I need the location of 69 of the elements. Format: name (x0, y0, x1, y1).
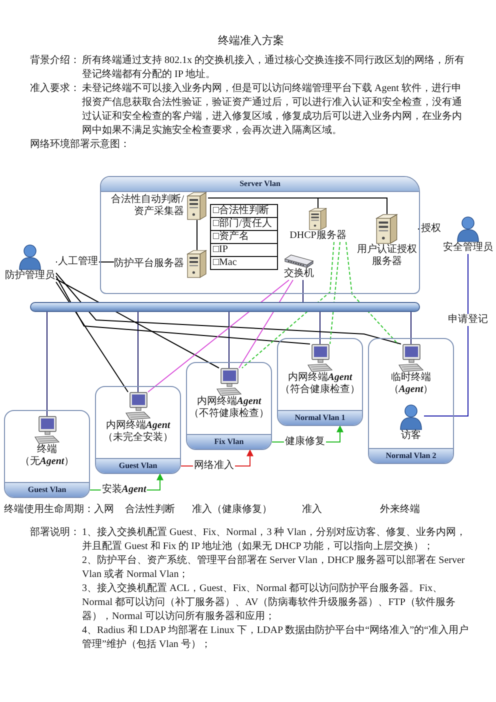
connector-line (46, 312, 48, 416)
edge-label: 网络准入 (193, 460, 235, 472)
connector-line (208, 198, 388, 214)
numbered-note: 1、接入交换机配置 Guest、Fix、Normal，3 种 Vlan，分别对应访客、修复、业务内网，并且配置 Guest 和 Fix 的 IP 地址池（如果无 DHCP 功能，可以指向上层交换）； (82, 526, 468, 554)
connector-line (302, 280, 304, 302)
connector-line (424, 254, 468, 416)
edge-label: 安装Agent (100, 484, 148, 496)
checklist-item: □IP (211, 244, 277, 257)
vlan-panel (277, 338, 363, 426)
stage-label: 终端使用生命周期：入网 (4, 504, 114, 516)
vlan-panel (368, 338, 454, 464)
connector-line (228, 312, 230, 368)
dashed-connector (345, 242, 398, 344)
numbered-note: 3、接入交换机配置 ACL，Guest、Fix、Normal 都可以访问防护平台服务器。Fix、Normal 都可以访问（补丁服务器）、AV（防病毒软件升级服务器）、FTP（软件服务器），Normal 可以访问所有服务器和应用； (82, 582, 456, 624)
role-label: 防护管理员 (5, 270, 55, 282)
vlan-group-panel (100, 176, 420, 294)
vlan-name-strip: Normal Vlan 1 (278, 410, 362, 425)
paragraph: 未登记终端不可以接入业务内网，但是可以访问终端管理平台下载 Agent 软件，进行申报资产信息获取合法性验证，验证资产通过后，可以进行准入认证和安全检查，没有通过认证和安全检查的客户端，进入修复区域，修复成功后可以进入业务内网，在业务内网中如果不满足实施安全检查要求，会再次进入隔离区域。 (82, 82, 463, 138)
vlan-panel (186, 362, 272, 450)
role-label: 访客 (401, 430, 421, 442)
edge-label: 健康修复 (284, 436, 326, 448)
edge-label: 申请登记 (447, 314, 489, 326)
device-label: 内网终端Agent（不符健康检查） (188, 396, 270, 420)
checklist-item: □部门/责任人 (211, 218, 277, 231)
edge-label: 人工管理 (57, 256, 99, 268)
connector-line (148, 280, 290, 392)
numbered-note: 2、防护平台、资产系统、管理平台部署在 Server Vlan，DHCP 服务器可以部署在 Server Vlan 或者 Normal Vlan； (82, 554, 466, 582)
section-heading: 准入要求： (30, 82, 80, 96)
checklist-item: □Mac (212, 257, 238, 269)
vlan-panel (4, 410, 90, 498)
connector-line (56, 282, 128, 392)
vlan-name-strip: Fix Vlan (187, 434, 271, 449)
vlan-name-strip: Normal Vlan 2 (369, 448, 453, 463)
vlan-name-strip: Guest Vlan (5, 482, 89, 497)
device-label: 用户认证授权服务器 (356, 244, 418, 268)
stage-label: 外来终端 (380, 504, 420, 516)
section-heading: 背景介绍： (30, 54, 80, 68)
vlan-name-strip: Guest Vlan (96, 458, 180, 473)
vlan-header: Server Vlan (101, 177, 419, 192)
section-heading: 部署说明： (30, 526, 80, 540)
device-label: DHCP服务器 (290, 230, 346, 242)
device-label: 内网终端Agent（未完全安装） (102, 420, 174, 444)
checklist-item: □合法性判断 (211, 205, 277, 218)
stage-label: 合法性判断 (125, 504, 175, 516)
device-label: 合法性自动判断/资产采集器 (110, 194, 184, 218)
stage-label: 准入（健康修复） (192, 504, 272, 516)
connector-line (56, 276, 310, 344)
checklist-item: □资产名 (211, 231, 277, 244)
page-title: 终端准入方案 (218, 34, 284, 48)
checklist-panel (210, 204, 278, 270)
dashed-connector (329, 242, 341, 344)
connector-line (196, 220, 198, 250)
numbered-note: 4、Radius 和 LDAP 均部署在 Linux 下，LDAP 数据由防护平台中“网络准入”的“准入用户管理”维护（包括 Vlan 号）； (82, 624, 470, 652)
vlan-panel (95, 386, 181, 474)
device-label: 交换机 (284, 268, 314, 280)
stage-label: 准入 (302, 504, 322, 516)
role-label: 安全管理员 (443, 242, 493, 254)
connector-line (56, 272, 402, 344)
connector-line (410, 312, 412, 344)
device-label: 内网终端Agent（符合健康检查） (279, 372, 361, 396)
device-label: 终端（无Agent） (18, 444, 76, 468)
paragraph: 所有终端通过支持 802.1x 的交换机接入，通过核心交换连接不同行政区划的网络，所有登记终端都有分配的 IP 地址。 (82, 54, 466, 82)
figure-heading: 网络环境部署示意图： (30, 138, 130, 152)
device-label: 防护平台服务器 (114, 258, 184, 270)
device-label: 临时终端（Agent） (388, 372, 434, 396)
edge-label: 授权 (420, 223, 442, 235)
connector-line (56, 278, 220, 368)
dashed-connector (242, 242, 335, 368)
connector-line (238, 280, 294, 368)
